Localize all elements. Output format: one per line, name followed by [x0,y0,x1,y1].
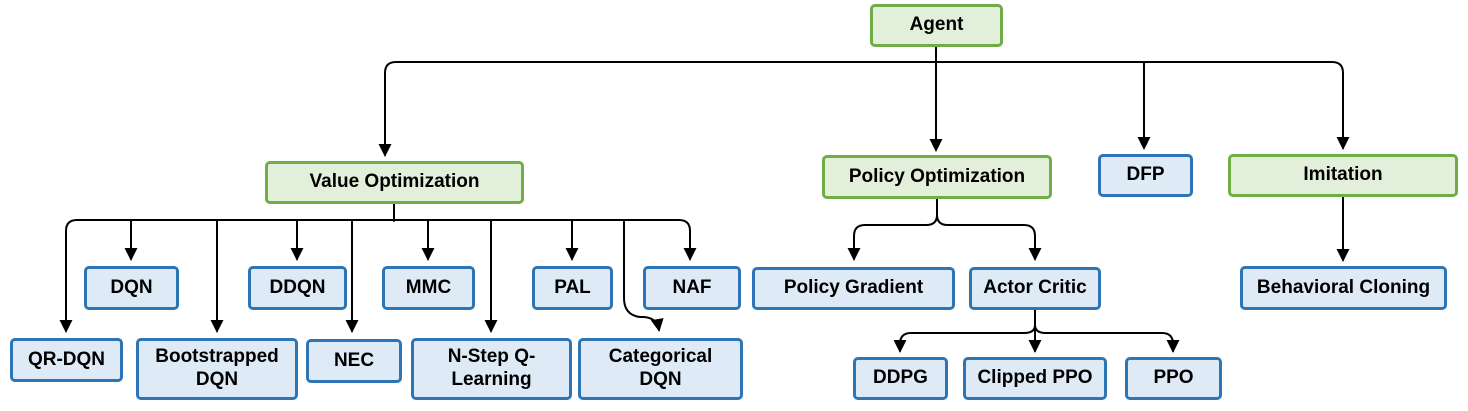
node-ddpg: DDPG [853,357,948,400]
node-agent: Agent [870,4,1003,47]
node-ddqn-label: DDQN [269,276,326,298]
node-behavioral-cloning: Behavioral Cloning [1240,266,1447,310]
node-dqn: DQN [84,266,179,310]
node-policy-gradient-label: Policy Gradient [783,277,924,299]
node-value-optimization-label: Value Optimization [309,171,480,193]
node-imitation: Imitation [1228,154,1458,197]
node-dfp: DFP [1098,154,1193,197]
node-n-step-q-learning: N-Step Q-Learning [411,338,572,400]
node-policy-gradient: Policy Gradient [752,267,955,310]
node-bootstrapped-dqn: Bootstrapped DQN [136,338,298,400]
node-policy-optimization: Policy Optimization [822,155,1052,199]
node-naf: NAF [643,266,741,310]
edge-agent-value-optimization [378,61,937,157]
node-dqn-label: DQN [110,276,153,298]
node-policy-optimization-label: Policy Optimization [848,165,1026,187]
node-pal: PAL [532,266,613,310]
node-imitation-label: Imitation [1303,164,1383,186]
node-actor-critic: Actor Critic [969,267,1101,310]
node-nec: NEC [306,339,402,383]
node-pal-label: PAL [554,276,591,298]
edge-agent-imitation [935,61,1350,150]
node-ppo-label: PPO [1153,367,1194,389]
node-ppo: PPO [1125,357,1222,400]
node-categorical-dqn-label: Categorical DQN [608,346,713,390]
edge-policy-optimization-policy-gradient [847,214,938,261]
node-bootstrapped-dqn-label: Bootstrapped DQN [155,346,279,390]
edge-value-optimization-categorical-dqn [623,219,664,332]
node-actor-critic-label: Actor Critic [983,277,1087,299]
edge-value-optimization-naf [393,219,697,261]
node-nec-label: NEC [333,349,375,371]
edge-actor-critic-ddpg [893,324,1036,353]
node-mmc: MMC [382,266,475,310]
node-value-optimization: Value Optimization [265,161,524,204]
node-ddqn: DDQN [248,266,347,310]
node-dfp-label: DFP [1126,164,1165,186]
node-qr-dqn-label: QR-DQN [27,348,106,370]
edge-actor-critic-ppo [1034,324,1180,353]
edge-value-optimization-qr-dqn [59,219,395,333]
node-clipped-ppo: Clipped PPO [963,357,1107,400]
node-behavioral-cloning-label: Behavioral Cloning [1256,276,1431,298]
node-naf-label: NAF [672,276,712,298]
node-agent-label: Agent [909,14,964,36]
node-ddpg-label: DDPG [873,367,928,389]
node-n-step-q-learning-label: N-Step Q-Learning [447,346,536,390]
edge-policy-optimization-actor-critic [936,214,1042,261]
node-categorical-dqn: Categorical DQN [578,338,743,400]
node-qr-dqn: QR-DQN [10,338,123,382]
node-clipped-ppo-label: Clipped PPO [977,367,1093,389]
node-mmc-label: MMC [405,276,452,298]
